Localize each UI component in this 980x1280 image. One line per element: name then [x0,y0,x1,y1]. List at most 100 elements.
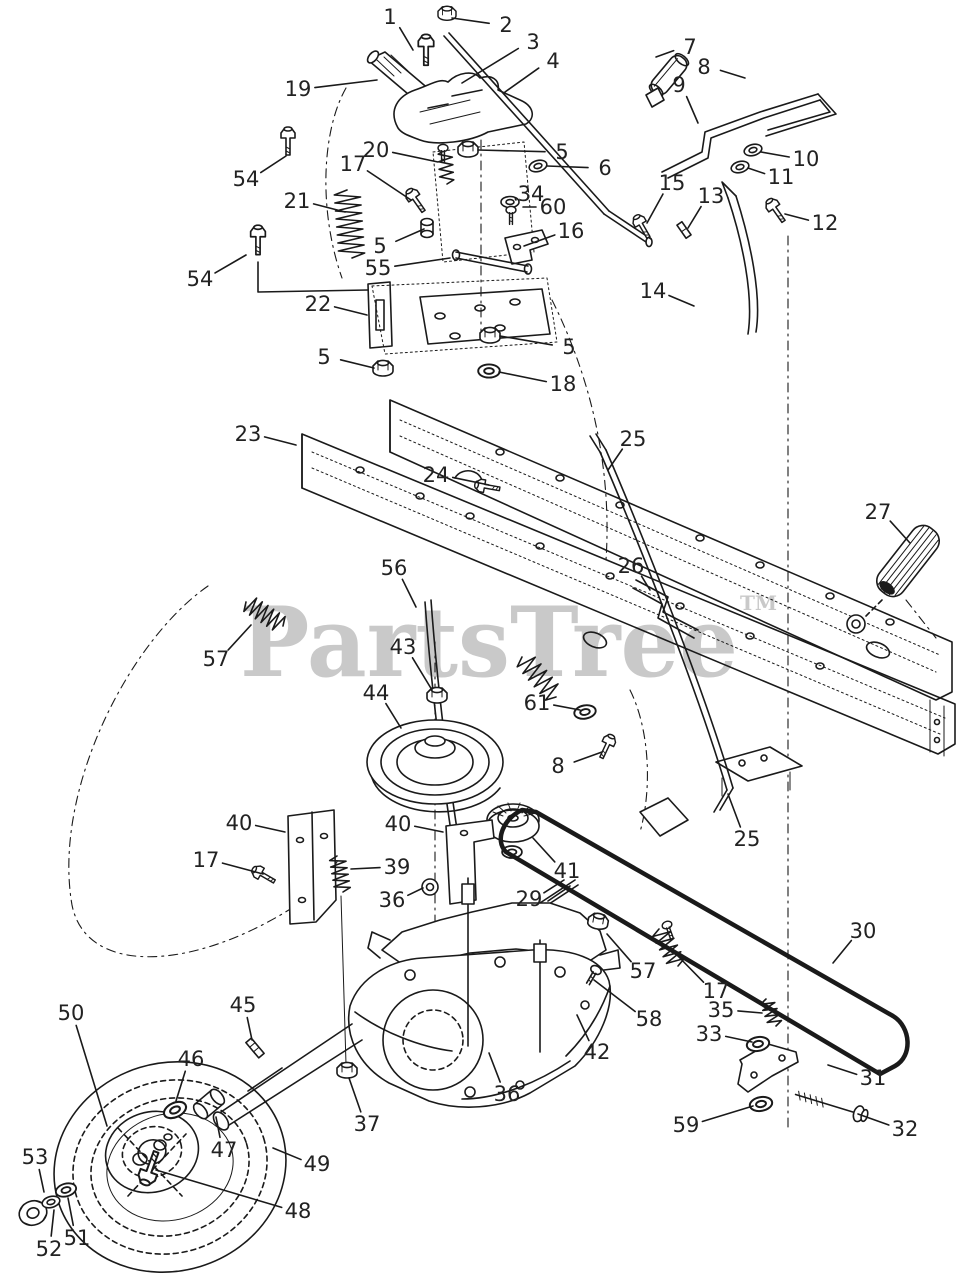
washer-46 [160,1097,190,1123]
callout-54: 54 [187,267,214,291]
callout-leader-15 [646,193,664,224]
callout-29: 29 [516,887,543,911]
callout-17: 17 [703,979,730,1003]
callout-46: 46 [178,1047,205,1071]
callout-leader-61 [552,704,581,711]
callout-leader-23 [263,436,297,446]
screw-17-b [248,862,279,888]
washer-6 [527,157,549,175]
callout-60: 60 [540,195,567,219]
callout-leader-54 [259,155,287,174]
callout-4: 4 [546,49,559,73]
bolt-54-b [249,224,267,256]
bolt-17-a [402,184,430,216]
callout-leader-37 [348,1077,362,1113]
callout-leader-48 [155,1169,283,1209]
callout-5: 5 [562,335,575,359]
bolt-8 [595,731,619,762]
shift-rod-25 [589,433,734,837]
roll-pin-45 [245,1037,265,1059]
callout-leader-51 [67,1197,75,1227]
support-bracket-40-left [287,809,337,925]
callout-34: 34 [518,182,545,206]
callout-leader-49 [272,1147,302,1161]
callout-leader-50 [75,1024,108,1127]
callout-15: 15 [659,171,686,195]
callout-5: 5 [555,140,568,164]
hardware [40,5,790,1211]
z-bracket-31 [737,1043,799,1093]
lever-14 [721,181,759,335]
support-bracket [715,746,803,797]
callout-30: 30 [850,919,877,943]
callout-leader-58 [593,979,636,1013]
bracket-22 [257,261,393,349]
pedal-assembly [366,50,533,144]
callout-2: 2 [499,13,512,37]
callout-5: 5 [317,345,330,369]
bolt-12 [762,194,790,226]
callout-leader-31 [827,1064,858,1076]
callout-47: 47 [211,1138,238,1162]
callout-16: 16 [558,219,585,243]
hub-bolt-48 [134,1147,166,1189]
callout-leader-47 [215,1116,221,1139]
callout-36: 36 [379,888,406,912]
callout-57: 57 [203,647,230,671]
callout-45: 45 [230,993,257,1017]
callout-leader-55 [394,257,451,268]
grip-27 [846,524,940,634]
callout-36: 36 [494,1082,521,1106]
callout-leader-20 [391,151,439,163]
callout-25: 25 [734,827,761,851]
callout-leader-9 [685,95,699,124]
callout-13: 13 [698,184,725,208]
spring-57-left [243,597,286,631]
callout-10: 10 [793,147,820,171]
link-pin-7 [645,52,690,108]
callout-leader-8 [573,751,603,763]
drive-belt-30 [498,807,910,1077]
callout-25: 25 [620,427,647,451]
callout-leader-19 [314,79,378,89]
engine-pulley-44 [366,719,504,813]
nut-37 [336,1061,358,1079]
callout-17: 17 [193,848,220,872]
callout-37: 37 [354,1112,381,1136]
callout-leader-8 [719,69,746,79]
callout-leader-3 [461,47,520,84]
nut-5-c [479,326,501,344]
spacer-5 [420,217,434,239]
callout-leader-5 [395,228,425,243]
callout-leader-42 [576,1014,590,1042]
callout-leader-52 [50,1209,55,1237]
callout-leader-35 [737,1010,763,1014]
transaxle-36 [348,877,621,1108]
callout-44: 44 [363,681,390,705]
washer-11 [729,158,751,176]
callout-leader-57 [227,624,252,651]
callout-leader-46 [175,1070,187,1102]
frame-rail-upper [389,399,953,701]
hidden-plate [432,141,535,263]
callout-8: 8 [551,754,564,778]
callout-leader-54 [214,254,247,274]
callout-22: 22 [305,292,332,316]
callout-leader-41 [532,837,556,863]
callout-55: 55 [365,256,392,280]
callout-43: 43 [390,635,417,659]
watermark: PartsTree TM [240,586,777,699]
callout-3: 3 [526,30,539,54]
washer-59 [747,1094,775,1114]
bolt-1 [417,33,435,67]
callout-leader-57 [606,933,632,963]
callout-leader-21 [312,203,346,213]
callout-21: 21 [284,189,311,213]
bracket-stud [340,895,347,1065]
washer-36 [421,878,439,896]
callout-leader-5 [477,149,546,153]
callout-6: 6 [598,156,611,180]
callout-leader-30 [832,939,853,964]
